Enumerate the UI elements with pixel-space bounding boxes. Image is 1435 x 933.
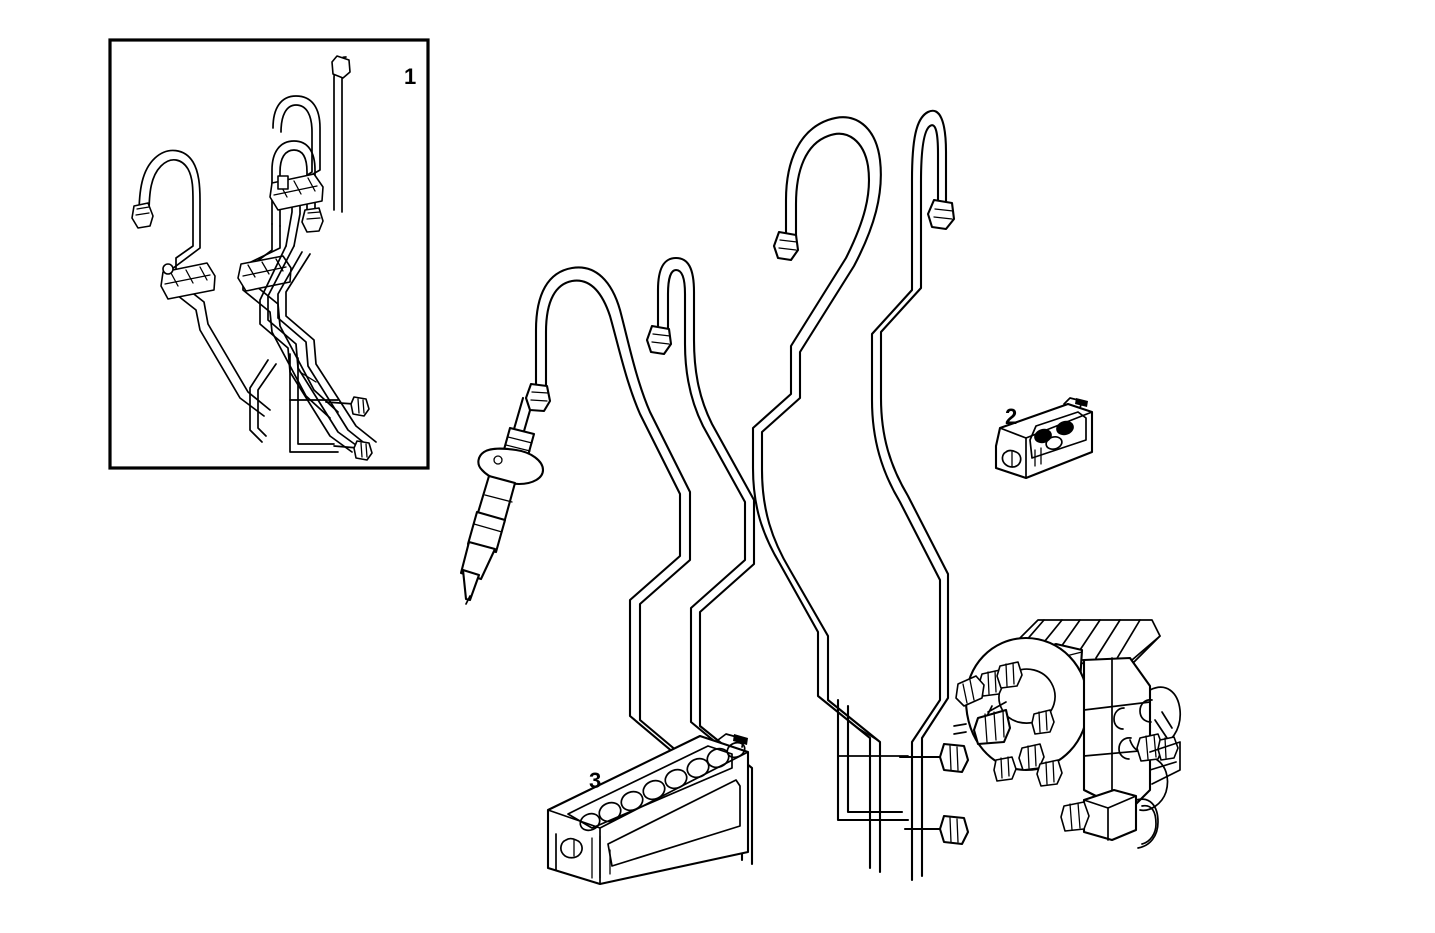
pump-bolt [1031, 709, 1055, 735]
pump-outlet-line [903, 814, 970, 846]
mounting-bracket-inset [289, 353, 339, 453]
pipe-end-fitting [772, 230, 800, 262]
line-clamp-inset [269, 173, 324, 211]
pump-outlet-line [898, 742, 970, 774]
injection-pipe [645, 256, 756, 866]
line-clamp-rail [546, 733, 750, 886]
injection-pipe [751, 116, 882, 874]
pipe-end-fitting [331, 55, 351, 79]
pipe-end-fitting [524, 382, 552, 413]
pump-bolt [996, 661, 1023, 689]
injection-pipe [870, 109, 956, 882]
injection-pump [953, 619, 1181, 849]
inset-line-set [131, 55, 377, 461]
pipe-support-bracket [836, 698, 910, 822]
injection-pipe [524, 266, 692, 862]
pipe-end-fitting [926, 198, 956, 231]
pipe-end-fitting [645, 324, 673, 356]
pump-bolt [1036, 759, 1063, 787]
bracket-stud [325, 396, 370, 417]
pipe-end-fitting [301, 207, 324, 233]
line-clamp-inset [160, 262, 216, 300]
callout-number-3: 3 [589, 768, 602, 793]
bracket-stud [333, 440, 373, 461]
callout-number-2: 2 [1005, 404, 1018, 429]
pump-bolt [1136, 733, 1164, 762]
injector-nozzle [459, 396, 545, 605]
pump-bolt [1060, 801, 1090, 832]
callout-number-1: 1 [404, 64, 417, 89]
pump-bolt [993, 756, 1017, 782]
inset-panel-1 [108, 38, 430, 470]
line-clamp-small [994, 397, 1094, 480]
pipe-end-fitting [131, 202, 154, 229]
pump-bolt [955, 675, 985, 707]
